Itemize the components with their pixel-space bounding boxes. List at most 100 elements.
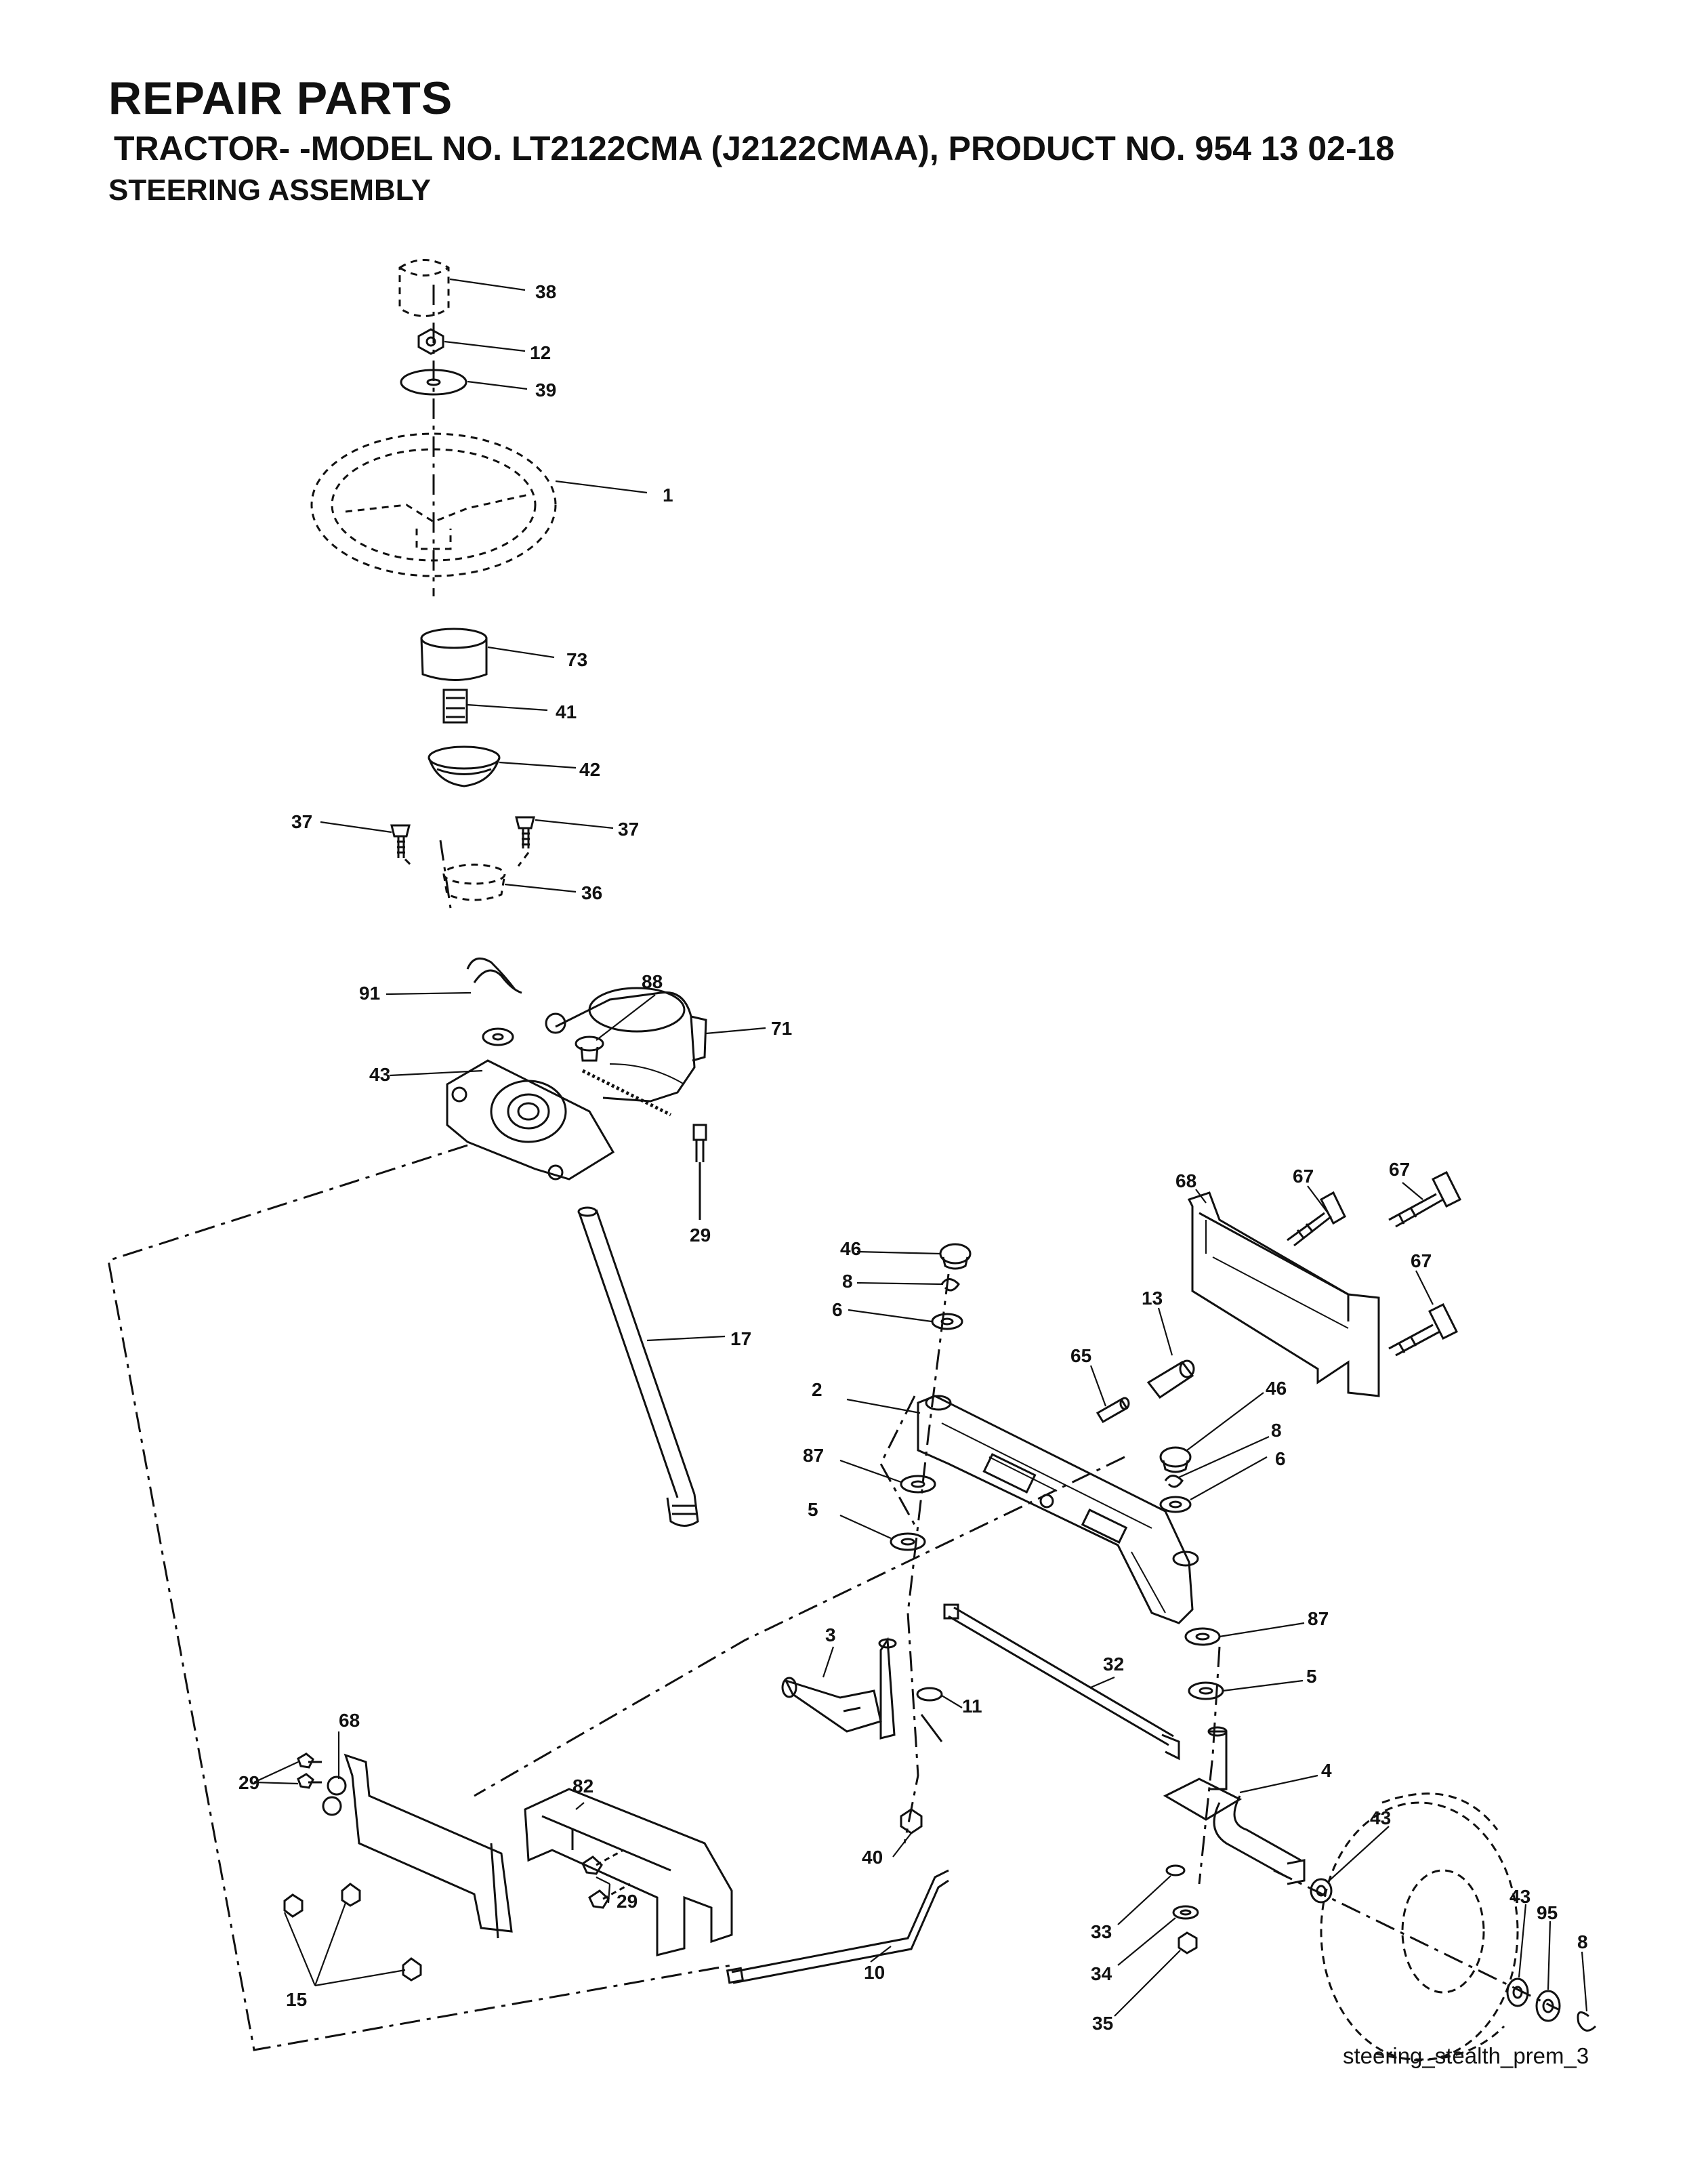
assembly-outline-left: [107, 1144, 732, 2051]
part-88-pin: [575, 1035, 604, 1062]
part-46-cap-upper: [939, 1243, 972, 1270]
part-8-clip-lower: [1164, 1475, 1184, 1488]
callout-5-left: 5: [808, 1499, 818, 1520]
callout-43-right: 43: [1370, 1807, 1391, 1828]
part-46-cap-lower: [1159, 1446, 1192, 1473]
leader-lines: [253, 278, 1588, 2017]
callout-29-upper: 29: [690, 1225, 711, 1246]
part-4-spindle-right: [1163, 1726, 1306, 1885]
part-67-bolt-a: [1287, 1191, 1346, 1247]
callout-82: 82: [572, 1776, 593, 1797]
part-6-washer-lower: [1159, 1496, 1192, 1513]
part-71-gear-housing: [545, 987, 707, 1117]
part-29-bolts-lower-right: [581, 1849, 631, 1909]
callout-65: 65: [1070, 1345, 1091, 1366]
callout-8-upper: 8: [842, 1271, 853, 1292]
callout-1: 1: [663, 485, 673, 506]
callout-37-left: 37: [291, 811, 312, 832]
callout-46-lower: 46: [1266, 1378, 1287, 1399]
part-82-bracket: [524, 1788, 733, 1956]
callout-67-a: 67: [1293, 1166, 1314, 1187]
part-38-cap: [398, 259, 450, 317]
shaft-centerline: [432, 285, 452, 909]
part-10-rod: [726, 1869, 949, 1984]
callout-37-right: 37: [618, 819, 639, 840]
part-35-nut: [1178, 1931, 1198, 1954]
callout-15: 15: [286, 1989, 307, 2010]
callout-88: 88: [642, 971, 663, 992]
part-29-bolts-lower-left: [297, 1752, 322, 1789]
callout-6-upper: 6: [832, 1299, 843, 1320]
callout-29-lower-left: 29: [238, 1772, 259, 1793]
part-12-nut: [417, 328, 444, 355]
callout-87-right: 87: [1308, 1608, 1329, 1629]
callout-3: 3: [825, 1624, 836, 1645]
callout-38: 38: [535, 281, 556, 302]
callout-42: 42: [579, 759, 600, 780]
part-5-washer-left: [890, 1532, 926, 1551]
axle-centerline-left: [903, 1273, 950, 1844]
callout-2: 2: [812, 1379, 822, 1400]
callout-10: 10: [864, 1962, 885, 1983]
part-41-adapter: [442, 689, 468, 724]
part-2-front-axle: [917, 1395, 1199, 1624]
callout-36: 36: [581, 882, 602, 903]
callout-8-lower: 8: [1271, 1420, 1282, 1441]
part-33-washer: [1165, 1864, 1186, 1876]
part-67-bolt-b: [1388, 1170, 1462, 1228]
gear-base-plate: [446, 1059, 615, 1181]
callout-5-right: 5: [1306, 1666, 1317, 1687]
callout-39: 39: [535, 380, 556, 401]
part-68-bracket-upper: [1187, 1191, 1380, 1397]
section-title: STEERING ASSEMBLY: [108, 173, 431, 207]
part-67-bolt-c: [1388, 1303, 1459, 1357]
callout-35: 35: [1092, 2013, 1113, 2034]
callout-95: 95: [1537, 1902, 1558, 1923]
part-32-drag-link: [943, 1603, 1180, 1761]
callout-41: 41: [556, 701, 577, 722]
part-40-nut: [900, 1808, 923, 1834]
callout-87-left: 87: [803, 1445, 824, 1466]
callout-4: 4: [1321, 1760, 1332, 1781]
callout-68-lower: 68: [339, 1710, 360, 1731]
callout-43-outer: 43: [1509, 1886, 1530, 1907]
part-15-nuts: [283, 1883, 422, 1982]
part-37-screw-right: [515, 816, 535, 848]
callout-33: 33: [1091, 1921, 1112, 1942]
callout-67-c: 67: [1411, 1250, 1432, 1271]
callout-34: 34: [1091, 1963, 1112, 1984]
callout-68-upper: 68: [1175, 1170, 1196, 1191]
callout-71: 71: [771, 1018, 792, 1039]
callout-17: 17: [730, 1328, 751, 1349]
front-wheel: [1320, 1792, 1519, 2062]
model-subtitle: TRACTOR- -MODEL NO. LT2122CMA (J2122CMAA…: [114, 129, 1395, 167]
drawing-id: steering_stealth_prem_3: [1343, 2043, 1589, 2068]
callout-29-lower-right: 29: [617, 1891, 638, 1912]
callout-73: 73: [566, 649, 587, 670]
part-11-clip: [916, 1687, 943, 1702]
assembly-outline-mid: [474, 1395, 1125, 1797]
page-title: REPAIR PARTS: [108, 73, 453, 124]
callout-67-b: 67: [1389, 1159, 1410, 1180]
callout-32: 32: [1103, 1654, 1124, 1675]
part-95-washer: [1535, 1990, 1561, 2022]
callout-11: 11: [962, 1696, 982, 1717]
part-43-washer-upper: [482, 1027, 514, 1046]
callout-46-upper: 46: [840, 1238, 861, 1259]
callout-91: 91: [359, 983, 380, 1004]
wheel-axis: [1273, 1869, 1559, 2011]
axle-centerline-right: [1198, 1646, 1221, 1885]
callout-43-upper: 43: [369, 1064, 390, 1085]
callout-8-outer: 8: [1577, 1931, 1588, 1952]
part-42-boot: [428, 745, 501, 787]
part-34-washer: [1172, 1905, 1199, 1920]
part-87-washer-right: [1184, 1627, 1221, 1646]
callout-12: 12: [530, 342, 551, 363]
callout-40: 40: [862, 1847, 883, 1868]
part-13-spacer: [1146, 1359, 1195, 1399]
part-73-bushing: [420, 628, 488, 681]
part-36-collar: [404, 852, 530, 901]
part-8-clip-upper: [940, 1278, 960, 1292]
part-68-bracket-lower: [322, 1753, 513, 1939]
